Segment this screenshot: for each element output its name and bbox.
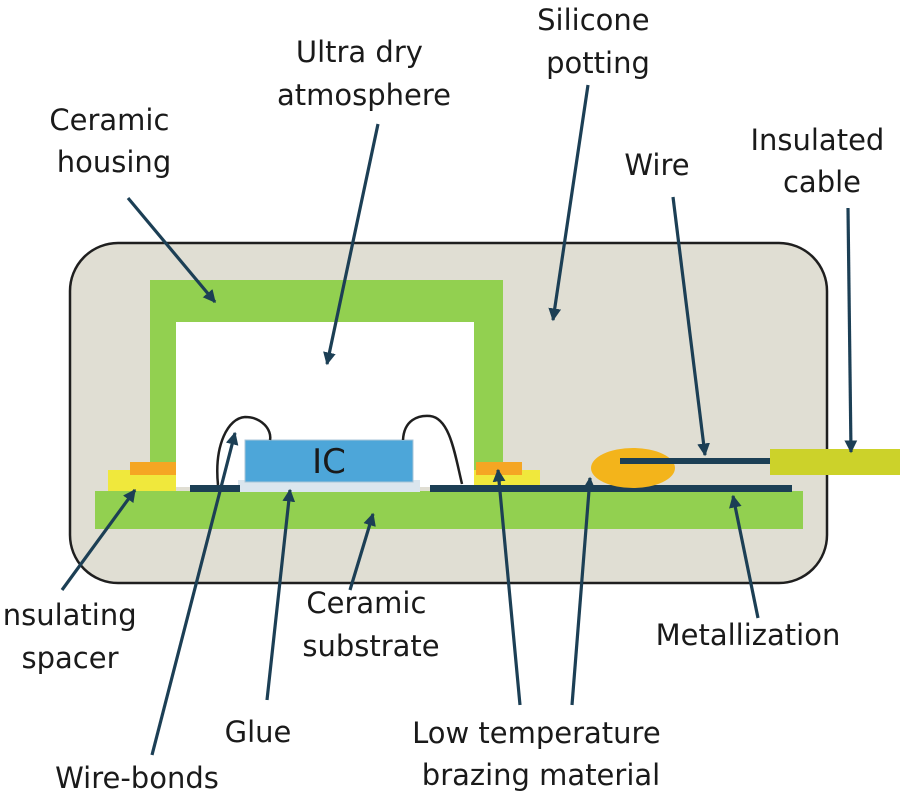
arrow-ceramic-substrate xyxy=(348,512,376,591)
arrow-insulating-spacer xyxy=(60,488,137,591)
arrow-wire-bonds xyxy=(150,431,239,756)
arrow-ultra-dry xyxy=(323,123,380,366)
arrow-silicone-potting xyxy=(548,84,590,322)
ic-chip xyxy=(244,439,414,483)
arrow-glue xyxy=(265,488,296,701)
insulated-cable xyxy=(770,449,900,475)
label-ceramic-housing: Ceramic housing xyxy=(49,103,178,179)
label-glue: Glue xyxy=(225,715,292,749)
ic-label: IC xyxy=(312,442,346,482)
wire-bond-right xyxy=(401,414,464,485)
wire-bond-left xyxy=(216,415,272,486)
arrow-brazing-right xyxy=(570,476,596,706)
label-ultra-dry-atmosphere: Ultra dry atmosphere xyxy=(277,35,451,112)
insulating-spacer-left xyxy=(108,470,176,492)
brazing-material-left xyxy=(130,462,176,475)
solder-blob xyxy=(591,448,675,488)
label-wire: Wire xyxy=(624,148,689,182)
label-low-temperature-brazing: Low temperature brazing material xyxy=(412,716,670,792)
label-insulating-spacer: Insulating spacer xyxy=(0,598,146,675)
arrow-metallization xyxy=(729,494,760,619)
label-ceramic-substrate: Ceramic substrate xyxy=(302,586,439,663)
leader-arrows xyxy=(60,84,858,756)
label-silicone-potting: Silicone potting xyxy=(537,3,659,80)
ceramic-substrate xyxy=(95,491,803,529)
arrow-brazing-left xyxy=(492,468,522,706)
label-insulated-cable: Insulated cable xyxy=(750,123,893,199)
brazing-material-right xyxy=(476,462,522,475)
label-metallization: Metallization xyxy=(656,618,841,652)
arrow-wire xyxy=(671,196,710,457)
metallization-right xyxy=(430,485,792,492)
label-wire-bonds: Wire-bonds xyxy=(55,761,219,795)
metallization-left xyxy=(190,485,240,492)
arrow-insulated-cable xyxy=(844,207,858,454)
wire-conductor xyxy=(620,458,770,464)
arrow-ceramic-housing xyxy=(126,196,217,304)
